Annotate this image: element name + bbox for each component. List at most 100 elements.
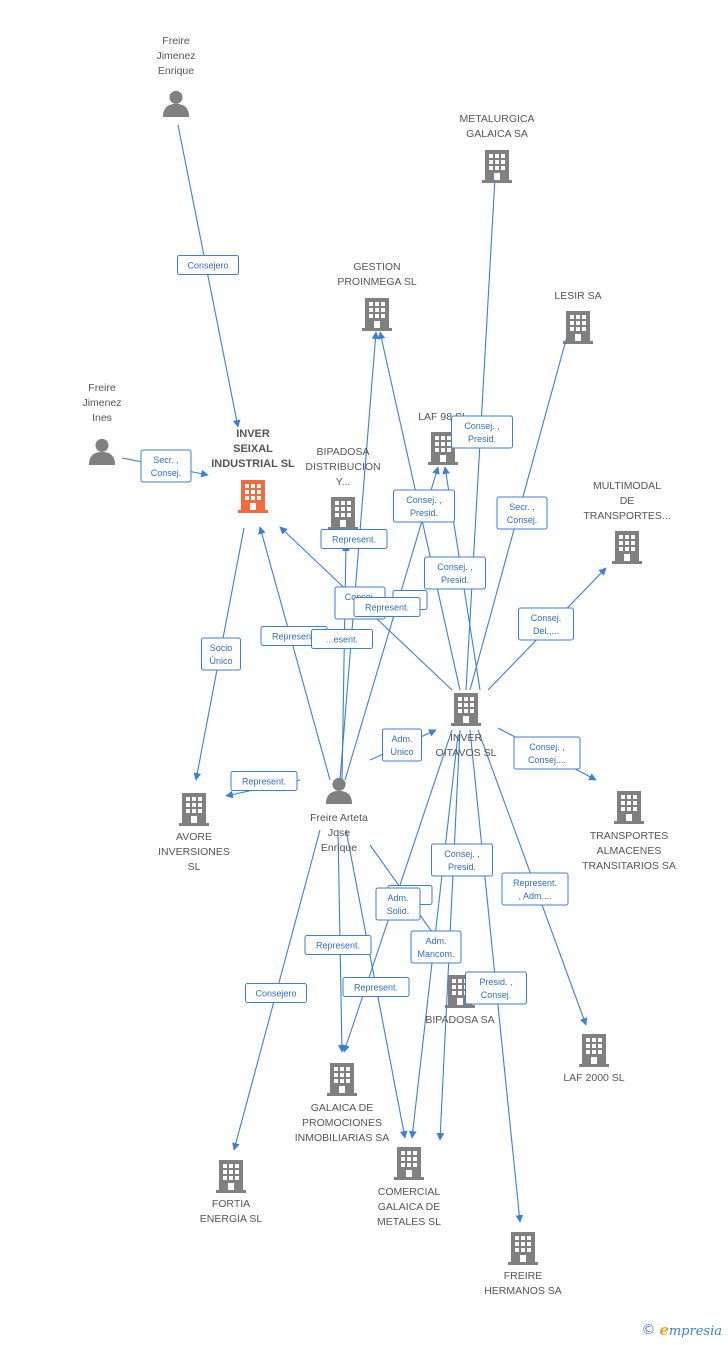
edge-label-box [465,971,527,1005]
edge-label-box [201,637,241,671]
relation-edge [258,526,331,781]
node-multimodal[interactable]: MULTIMODALDETRANSPORTES... [583,480,671,564]
node-label: GALAICA DE [378,1201,440,1213]
node-label: Y... [336,476,350,488]
edge-label[interactable]: Consej. ,Presid. [424,556,486,590]
edge-label-text: Represent. [332,535,376,545]
edge-label[interactable]: Represent. [230,771,298,791]
node-freire-hermanos[interactable]: FREIRE HERMANOS SA [484,1232,562,1297]
edge-label-box [342,977,410,997]
node-label: HERMANOS SA [484,1285,562,1297]
edge-label-box [230,771,298,791]
edge-label[interactable]: Secr. , Consej. [140,449,192,483]
relation-edge [339,331,380,781]
edge-label-box [304,935,372,955]
node-bipadosa-dist[interactable]: BIPADOSADISTRIBUCIONY... [305,446,381,530]
node-lesir[interactable]: LESIR SA [554,290,602,344]
edge-label[interactable]: Consej. ,Consej.... [513,736,581,770]
edge-label-text: Secr. , [153,455,179,465]
edge-label[interactable]: Secr. ,Consej. [496,496,548,530]
node-label: PROMOCIONES [302,1117,382,1129]
edge-label-box [513,736,581,770]
edge-label[interactable]: ...esent. [311,629,373,649]
edge-label-text: Consej. , [406,495,442,505]
edge-label[interactable]: Represent. [353,597,421,617]
node-label: FREIRE [504,1270,543,1282]
building-icon [238,480,268,513]
edge-label[interactable]: Adm.Mancom. [410,930,462,964]
edge-label[interactable]: Presid. ,Consej. [465,971,527,1005]
brand-logo-initial: e [659,1321,669,1339]
node-label: SEIXAL [233,443,273,455]
edge-label-text: Presid. [410,508,438,518]
edge-label[interactable]: Consej. , Presid. [393,489,455,523]
node-laf2000[interactable]: LAF 2000 SL [563,1034,625,1084]
edge-label[interactable]: Represent. [304,935,372,955]
edge-label-box [140,449,192,483]
edge-label[interactable]: Consejero [177,255,239,275]
node-label: Ines [92,412,112,424]
edge-label[interactable]: Adm. Unico [382,728,422,762]
person-icon [162,90,190,117]
edge-label-text: Consejero [255,989,296,999]
node-label: GESTION [353,261,400,273]
building-icon [216,1160,246,1193]
node-label: DE [620,495,635,507]
edge-label[interactable]: Consej. , Presid. [431,843,493,877]
edge-label[interactable]: Represent. [342,977,410,997]
edge-label-text: Unico [390,747,413,757]
edge-label-text: Represent. [354,983,398,993]
node-label: ENERGIA SL [200,1213,263,1225]
edge-label-box [177,255,239,275]
edge-label[interactable]: Adm.Solid. [375,887,421,921]
node-label: METALURGICA [459,113,534,125]
edge-label-text: Consej. [507,515,538,525]
node-bipadosa[interactable]: BIPADOSA SA [425,975,495,1026]
edge-label-box [451,415,513,449]
node-label: INVERSIONES [158,846,230,858]
edge-label[interactable]: Consejero [245,983,307,1003]
edge-label-box [375,887,421,921]
edge-label-box [496,496,548,530]
relation-edge [177,124,241,428]
edge-label-box [245,983,307,1003]
edge-label-text: ...esent. [326,635,358,645]
node-label: SL [188,861,201,873]
building-icon [179,793,209,826]
node-label: COMERCIAL [378,1186,441,1198]
edge-label-text: Represent. [316,941,360,951]
edge-label-box [320,529,388,549]
node-comercial[interactable]: COMERCIAL GALAICA DE METALES SL [377,1147,441,1228]
node-label: Enrique [321,842,357,854]
edge-label[interactable]: Consej.Del.,... [518,607,574,641]
edge-label[interactable]: Represent. [320,529,388,549]
edge-label-text: Presid. [448,862,476,872]
edge-label-box [410,930,462,964]
brand-logo-text: mpresia [668,1324,722,1339]
edge-label-text: Adm. [391,734,412,744]
edge-label[interactable]: Consej. ,Presid. [451,415,513,449]
edge-label-text: Consej. , [444,849,480,859]
node-label: INVER [236,428,270,440]
node-label: INMOBILIARIAS SA [295,1132,390,1144]
edge-label-text: Solid. [387,906,410,916]
edge-label-text: Socio [210,643,233,653]
edge-label-text: Consej. [151,468,182,478]
node-label: BIPADOSA SA [425,1014,494,1026]
edge-label[interactable]: Represent., Adm.... [501,872,569,906]
node-label: METALES SL [377,1216,441,1228]
